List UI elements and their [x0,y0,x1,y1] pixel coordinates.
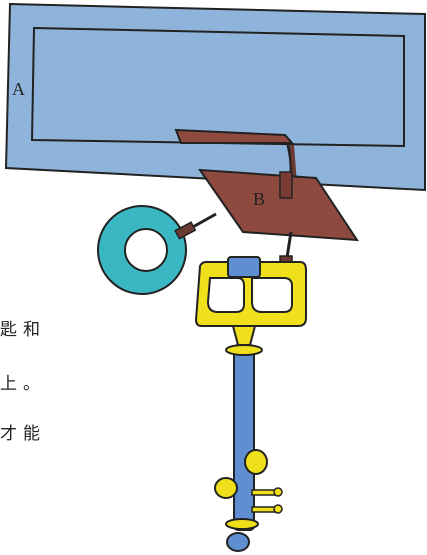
board-b [174,128,359,242]
label-b: B [253,189,266,209]
label-a: A [12,79,25,99]
side-text-line: 匙和 [0,320,46,340]
cyan-ring [97,205,217,295]
side-text-line: 上。 [0,374,46,394]
key-wire [279,231,293,267]
side-text-line: 才能 [0,424,46,444]
key [194,256,307,552]
frame-a [4,2,426,192]
